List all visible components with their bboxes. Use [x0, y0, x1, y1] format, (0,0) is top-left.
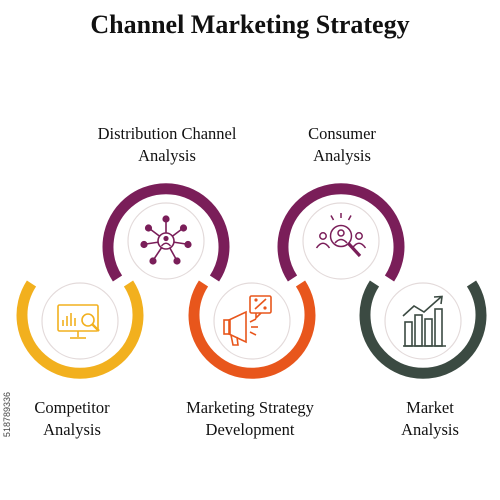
label-distribution: Distribution Channel Analysis	[97, 124, 237, 165]
megaphone-percent-icon	[223, 295, 272, 346]
arc-market	[359, 280, 487, 379]
network-person-icon	[140, 215, 192, 265]
inner-circle-competitor	[41, 282, 119, 360]
arc-marketing	[188, 280, 316, 379]
stock-id: 518789336	[2, 392, 12, 438]
diagram-title: Channel Marketing Strategy	[90, 10, 410, 39]
arc-distribution	[102, 183, 230, 282]
label-marketing: Marketing Strategy Development	[186, 398, 314, 439]
inner-circle-marketing	[213, 282, 291, 360]
label-consumer: Consumer Analysis	[308, 124, 376, 165]
inner-circle-distribution	[127, 202, 205, 280]
arc-consumer	[277, 183, 405, 282]
monitor-magnifier-icon	[57, 304, 100, 339]
arc-competitor	[16, 280, 144, 379]
label-competitor: Competitor Analysis	[34, 398, 110, 439]
bar-chart-growth-icon	[402, 295, 446, 347]
label-market: Market Analysis	[401, 398, 459, 439]
inner-circle-market	[384, 282, 462, 360]
inner-circle-consumer	[302, 202, 380, 280]
audience-search-icon	[315, 213, 367, 258]
